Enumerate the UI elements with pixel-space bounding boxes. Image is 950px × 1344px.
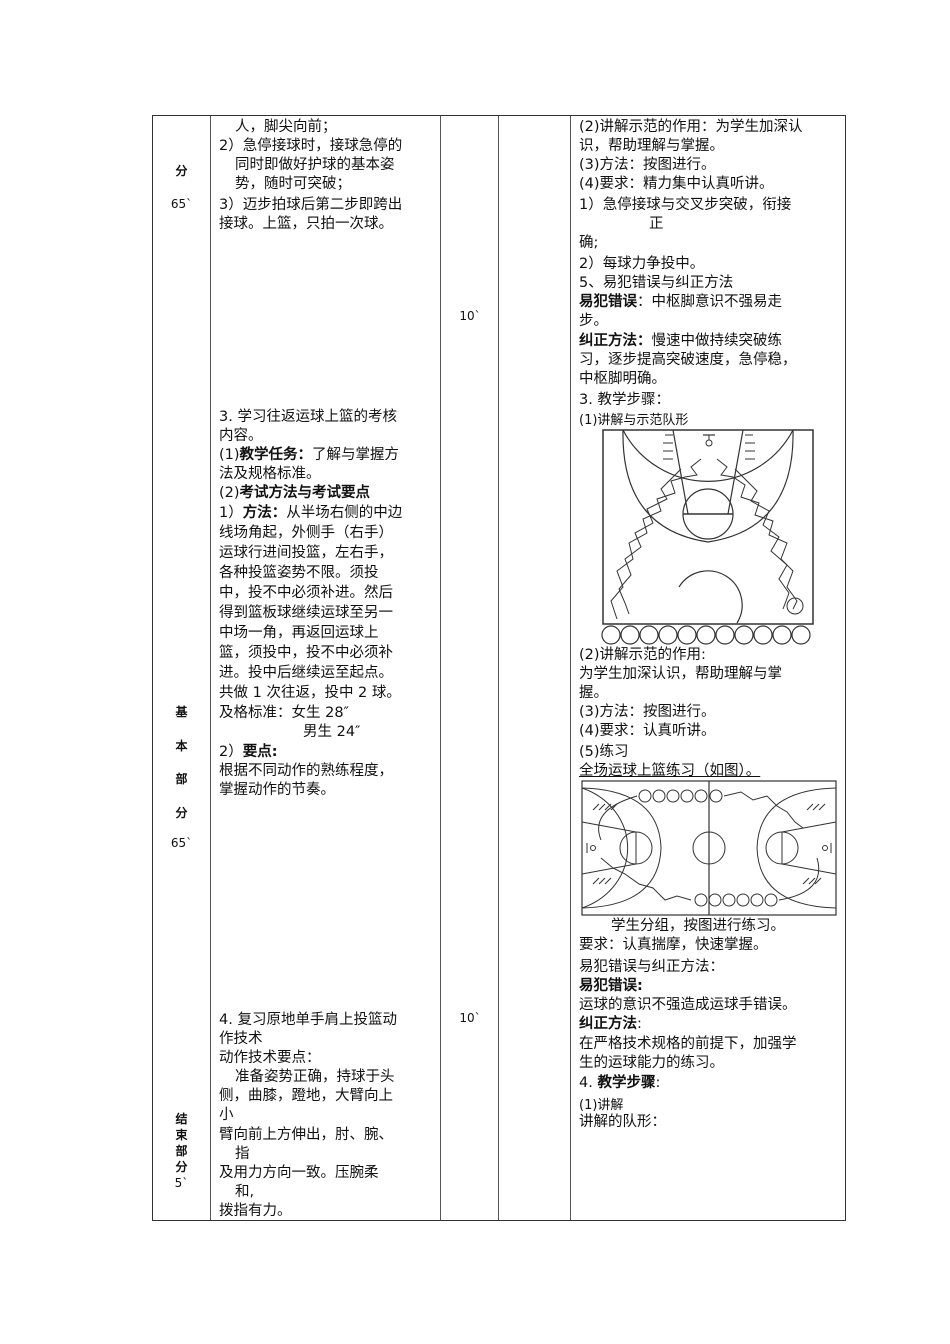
section-time-basic: 65` [170,836,193,850]
content-line: 法及规格标准。 [219,466,321,482]
content-line: 共做 1 次往返，投中 2 球。 [219,685,401,701]
section-label-basic-3: 部 [175,772,188,786]
step-4-heading: 4. 教学步骤: [579,1075,661,1091]
section-label-end-3: 部 [175,1144,188,1158]
method-line: 为学生加深认识，帮助理解与掌 [579,666,782,682]
content-line: 指 [235,1146,250,1162]
method-line: 1）急停接球与交叉步突破，衔接 [579,197,792,213]
content-line: 动作技术要点： [219,1050,321,1066]
content-line: 小 [219,1107,234,1123]
method-line: 1）方法：从半场右侧的中边 [219,505,403,521]
content-line: 准备姿势正确，持球于头 [235,1069,395,1085]
method-line: 中枢脚明确。 [579,371,666,387]
method-line: (1)讲解与示范队形 [579,413,689,428]
time-allocation: 10` [459,309,481,323]
section-label-basic-4: 分 [175,806,188,820]
content-line: 侧，曲膝，蹬地，大臂向上 [219,1088,393,1104]
method-line: (3)方法：按图进行。 [579,704,716,720]
key-points-heading: 2）要点: [219,744,278,760]
section-label-top: 分 [175,164,188,178]
section-label-basic-1: 基 [175,705,188,719]
content-line: 线场角起，外侧手（右手） [219,525,393,541]
method-line: 易犯错误与纠正方法： [579,959,724,975]
method-line: 讲解的队形： [579,1114,666,1130]
pass-standard-female: 及格标准：女生 28″ [219,705,349,721]
section-3-title: 3. 学习往返运球上篮的考核 [219,409,397,425]
method-line: 学生分组，按图进行练习。 [611,918,785,934]
method-line: 习，逐步提高突破速度，急停稳， [579,352,797,368]
exam-heading: (2)考试方法与考试要点 [219,485,371,501]
method-line: 生的运球能力的练习。 [579,1055,724,1071]
method-line: (3)方法：按图进行。 [579,157,716,173]
content-line: 得到篮板球继续运球至另一 [219,605,393,621]
method-line: 全场运球上篮练习（如图）。 [579,763,761,779]
method-line: 在严格技术规格的前提下，加强学 [579,1036,797,1052]
section-label-end-2: 束 [175,1128,188,1142]
content-line: 各种投篮姿势不限。须投 [219,565,379,581]
lesson-plan-table: 分 65` 基 本 部 分 65` 结 束 部 分 5` 人，脚尖向前； 2）急… [152,115,846,1221]
content-line: 和, [235,1184,255,1200]
section-time-end: 5` [174,1176,189,1190]
content-column: 人，脚尖向前； 2）急停接球时，接球急停的 同时即做好护球的基本姿 势，随时可突… [210,116,441,1220]
content-line: 臂向前上方伸出，肘、腕、 [219,1127,393,1143]
section-label-end-4: 分 [175,1160,188,1174]
content-line: 及用力方向一致。压腕柔 [219,1165,379,1181]
content-line: 运球行进间投篮，左右手， [219,545,393,561]
common-error-heading: 易犯错误: [579,978,643,994]
section-3-title: 内容。 [219,428,263,444]
correction-line: 纠正方法：慢速中做持续突破练 [579,333,782,349]
time-column: 10` 10` [440,116,499,1220]
method-line: (2)讲解示范的作用：为学生加深认 [579,119,803,135]
method-line: 握。 [579,685,608,701]
content-line: 进。投中后继续运至起点。 [219,665,393,681]
method-line: (4)要求：精力集中认真听讲。 [579,176,774,192]
common-error-line: 易犯错误：中枢脚意识不强易走 [579,294,782,310]
method-line: 识，帮助理解与掌握。 [579,138,724,154]
method-line: 运球的意识不强造成运球手错误。 [579,997,797,1013]
method-line: 步。 [579,313,608,329]
time-allocation: 10` [459,1011,481,1025]
pass-standard-male: 男生 24″ [303,724,361,740]
method-line: (4)要求：认真听讲。 [579,723,716,739]
section-4-title: 4. 复习原地单手肩上投篮动 [219,1012,397,1028]
teaching-task: (1)教学任务：了解与掌握方 [219,447,400,463]
content-line: 人，脚尖向前； [235,119,337,135]
content-line: 篮，须投中，投不中必须补 [219,645,393,661]
content-line: 接球。上篮，只拍一次球。 [219,216,393,232]
section-label-end-1: 结 [175,1112,188,1126]
half-court-diagram [601,429,814,645]
content-line: 同时即做好护球的基本姿 [235,157,395,173]
method-line: (5)练习 [579,744,629,760]
method-line: 确; [579,235,599,251]
method-line: 3. 教学步骤： [579,392,670,408]
method-column: (2)讲解示范的作用：为学生加深认 识，帮助理解与掌握。 (3)方法：按图进行。… [570,116,847,1220]
method-line: 5、易犯错误与纠正方法 [579,275,734,291]
content-line: 中，投不中必须补进。然后 [219,585,393,601]
method-line: 要求：认真揣摩，快速掌握。 [579,937,768,953]
content-line: 拨指有力。 [219,1203,292,1219]
content-line: 2）急停接球时，接球急停的 [219,138,403,154]
section-time-top: 65` [170,197,193,211]
content-line: 根据不同动作的熟练程度， [219,763,393,779]
section-label-basic-2: 本 [175,739,188,753]
method-line: 正 [649,216,664,232]
content-line: 掌握动作的节奏。 [219,782,335,798]
blank-column [498,116,571,1220]
method-line: 2）每球力争投中。 [579,256,705,272]
full-court-diagram [581,780,837,916]
method-line: (2)讲解示范的作用: [579,647,706,663]
content-line: 3）迈步拍球后第二步即跨出 [219,197,403,213]
section-4-title: 作技术 [219,1031,263,1047]
content-line: 势，随时可突破； [235,176,351,192]
section-column: 分 65` 基 本 部 分 65` 结 束 部 分 5` [153,116,210,1220]
content-line: 中场一角，再返回运球上 [219,625,379,641]
method-line: (1)讲解 [579,1098,624,1113]
correction-heading: 纠正方法: [579,1016,642,1032]
